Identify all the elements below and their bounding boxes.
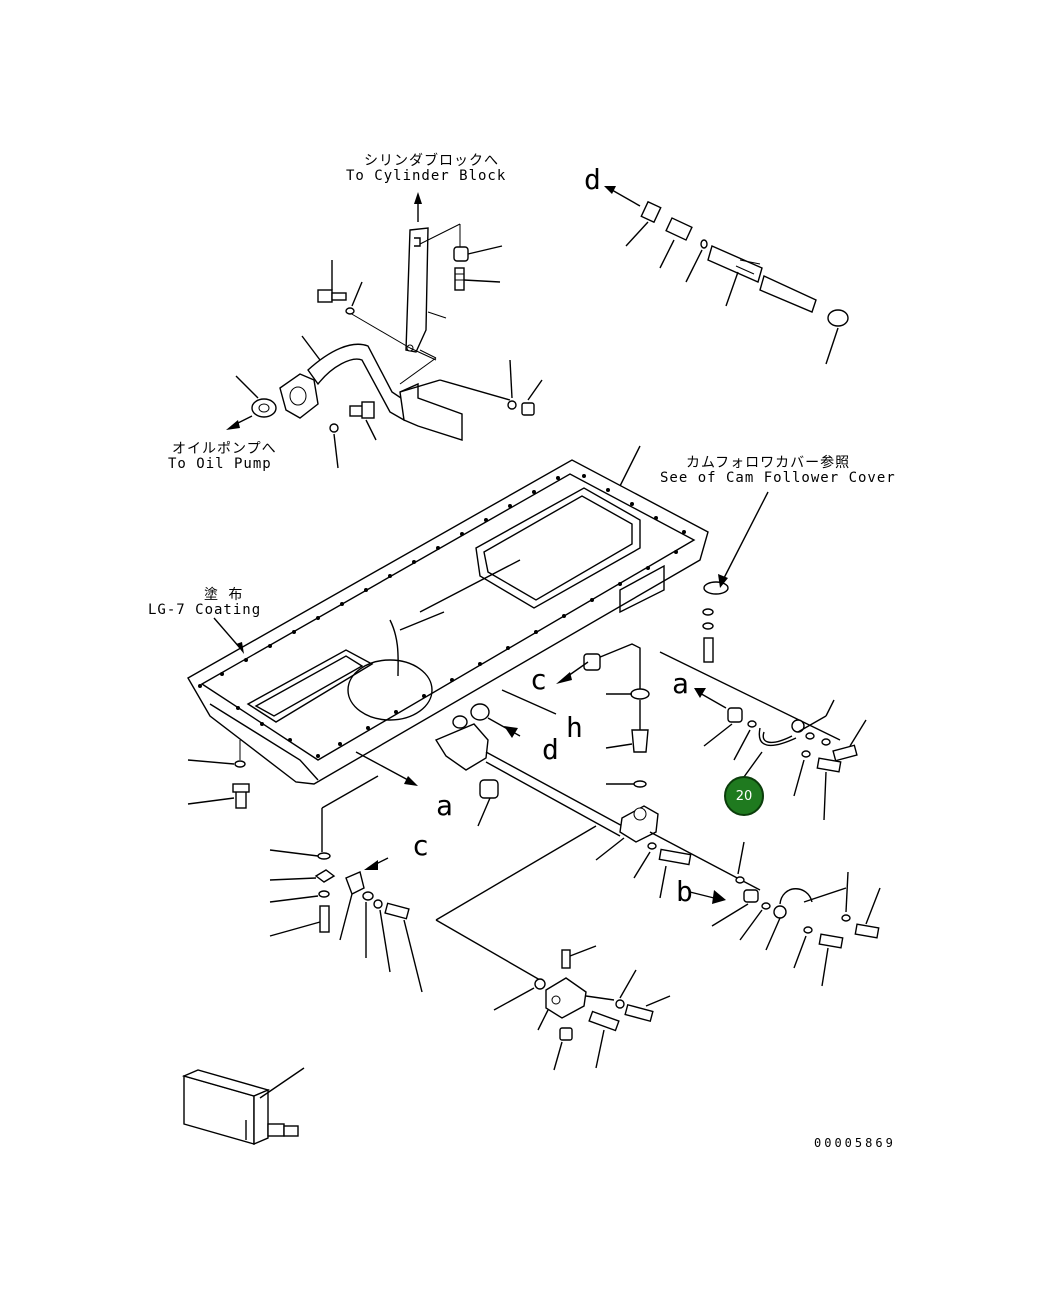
to-oil-pump-jp-label: オイルポンプへ bbox=[172, 441, 277, 457]
drain-assembly bbox=[435, 825, 671, 1071]
document-number: 00005869 bbox=[814, 1136, 896, 1150]
cam-follower-jp-label: カムフォロワカバー参照 bbox=[686, 455, 851, 471]
coating-jp-label: 塗 布 bbox=[204, 587, 244, 603]
to-cylinder-block-label: To Cylinder Block bbox=[346, 168, 507, 184]
connection-letter-b: b bbox=[676, 875, 693, 908]
sensor-and-piping bbox=[355, 643, 881, 987]
connection-letter-a-lower: a bbox=[436, 789, 453, 822]
inset-view bbox=[181, 1067, 305, 1146]
hose-assembly bbox=[604, 186, 849, 365]
to-oil-pump-label: To Oil Pump bbox=[168, 456, 272, 472]
oil-pan bbox=[187, 445, 709, 809]
part-callout-20[interactable]: 20 bbox=[724, 776, 764, 816]
to-cylinder-block-jp-label: シリンダブロックへ bbox=[364, 153, 499, 169]
cam-follower-cover-label: See of Cam Follower Cover bbox=[660, 470, 896, 486]
connection-letter-c-lower: c bbox=[412, 829, 429, 862]
connection-letter-h: h bbox=[566, 711, 583, 744]
oil-pipe-assembly bbox=[226, 192, 543, 469]
connection-letter-d-mid: d bbox=[542, 733, 559, 766]
coating-label: LG-7 Coating bbox=[148, 602, 262, 618]
connection-letter-d-top: d bbox=[584, 163, 601, 196]
lower-left-fittings bbox=[269, 775, 423, 993]
connection-letter-a-right: a bbox=[672, 667, 689, 700]
connection-letter-c-mid: c bbox=[530, 663, 547, 696]
